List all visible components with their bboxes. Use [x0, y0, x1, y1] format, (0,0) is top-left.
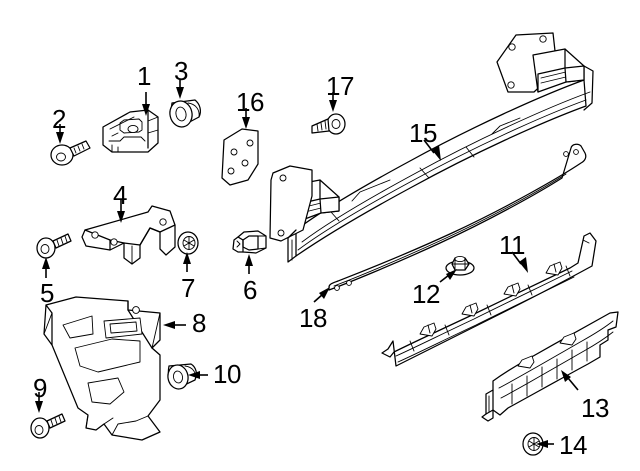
- part-8-bumper-side-bracket: [43, 296, 161, 441]
- callout-number-9: 9: [33, 373, 47, 403]
- callout-number-3: 3: [174, 56, 188, 86]
- callout-number-14: 14: [559, 430, 587, 460]
- callout-number-11: 11: [499, 230, 526, 260]
- part-10-push-pin-plug: [167, 363, 197, 390]
- part-14-nut: [522, 432, 544, 456]
- callout-number-2: 2: [52, 104, 66, 134]
- callout-number-16: 16: [236, 87, 264, 117]
- part-15-bumper-reinforcement-beam: [269, 32, 594, 263]
- part-5-bolt-screw: [36, 233, 72, 259]
- part-7-nut: [177, 231, 199, 255]
- callout-number-18: 18: [299, 303, 327, 333]
- callout-number-1: 1: [137, 61, 151, 91]
- callout-number-8: 8: [192, 308, 206, 338]
- part-6-retainer-clip: [232, 230, 267, 254]
- callout-number-10: 10: [213, 359, 241, 389]
- part-11-energy-absorber-upper: [381, 232, 597, 367]
- callout-number-5: 5: [40, 278, 54, 308]
- callout-number-17: 17: [326, 71, 354, 101]
- part-1-bumper-bracket-left: [102, 109, 159, 153]
- callout-number-12: 12: [412, 279, 440, 309]
- part-17-bolt-screw: [311, 113, 346, 135]
- part-4-reinforcement-bracket: [81, 205, 176, 265]
- part-18-support-strap: [328, 143, 587, 291]
- callout-number-15: 15: [409, 118, 437, 148]
- part-9-bolt-screw: [30, 413, 66, 439]
- callout-number-13: 13: [581, 393, 609, 423]
- part-3-push-pin-plug: [169, 99, 201, 128]
- part-16-mounting-plate: [221, 128, 259, 186]
- part-2-bolt-screw: [50, 140, 91, 166]
- callout-number-7: 7: [181, 273, 195, 303]
- callout-leaders: [35, 80, 579, 448]
- callout-number-4: 4: [113, 180, 127, 210]
- callout-number-6: 6: [243, 275, 257, 305]
- part-13-lower-deflector-panel: [481, 311, 619, 422]
